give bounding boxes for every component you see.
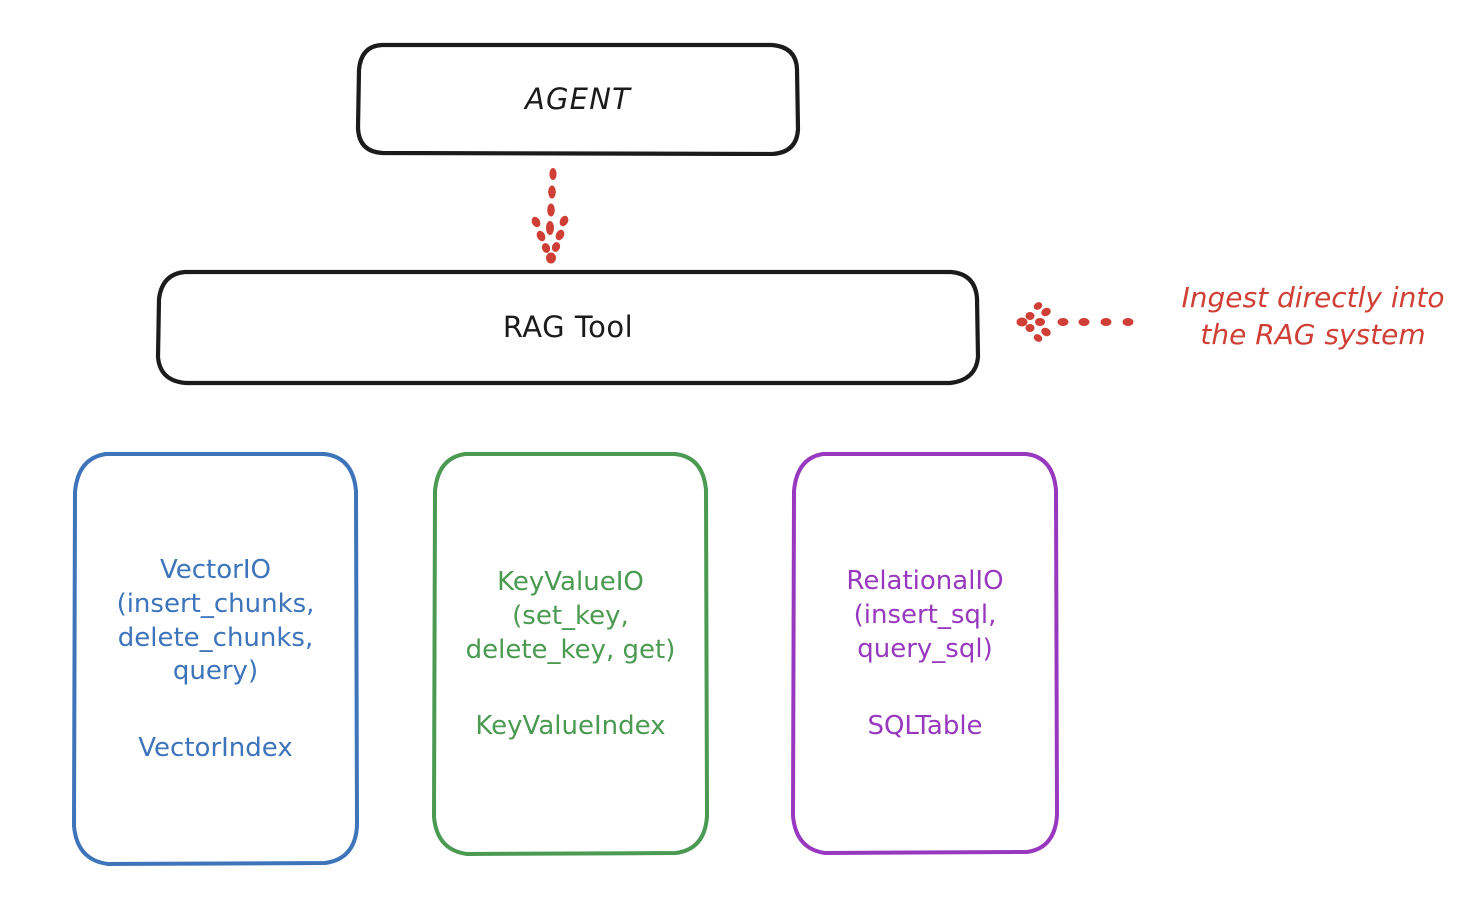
ingest-annotation-text: Ingest directly into the RAG system bbox=[1181, 281, 1445, 351]
node-key-value-io[interactable]: KeyValueIO (set_key, delete_key, get) Ke… bbox=[430, 450, 711, 858]
relational-io-title: RelationalIO (insert_sql, query_sql) bbox=[846, 566, 1004, 665]
node-vector-io[interactable]: VectorIO (insert_chunks, delete_chunks, … bbox=[70, 450, 361, 868]
agent-label: AGENT bbox=[524, 81, 632, 116]
rag-tool-label: RAG Tool bbox=[502, 310, 634, 345]
node-rag-tool[interactable]: RAG Tool bbox=[155, 269, 981, 386]
key-value-io-index: KeyValueIndex bbox=[475, 711, 666, 742]
key-value-io-title: KeyValueIO (set_key, delete_key, get) bbox=[465, 566, 676, 665]
relational-io-index: SQLTable bbox=[867, 710, 983, 741]
vector-io-index: VectorIndex bbox=[138, 733, 293, 764]
arrow-agent-to-rag-tool bbox=[531, 168, 569, 264]
node-agent[interactable]: AGENT bbox=[355, 42, 801, 156]
vector-io-title: VectorIO (insert_chunks, delete_chunks, … bbox=[116, 555, 315, 687]
arrow-ingest-note-to-rag-tool bbox=[1016, 302, 1134, 342]
node-relational-io[interactable]: RelationalIO (insert_sql, query_sql) SQL… bbox=[789, 450, 1061, 857]
